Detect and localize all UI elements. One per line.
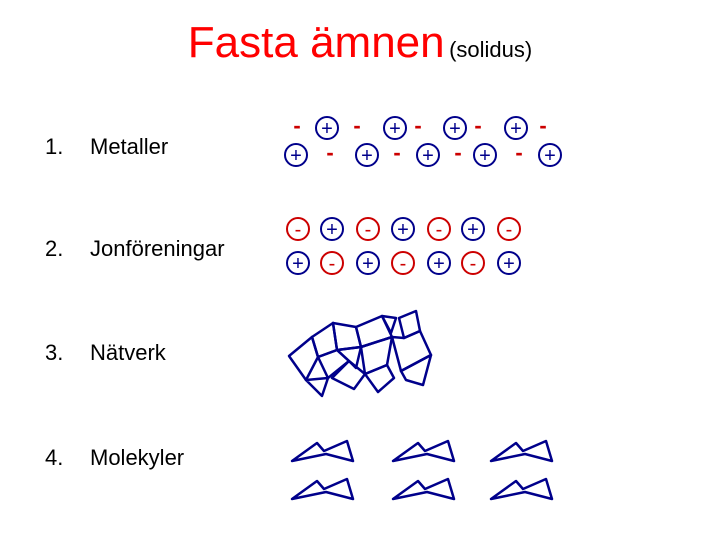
- svg-text:+: +: [479, 145, 491, 167]
- svg-text:+: +: [544, 145, 556, 167]
- molecule-shape: [489, 439, 554, 463]
- electron-minus: -: [515, 140, 522, 165]
- item-number-jonforeningar: 2.: [45, 236, 64, 261]
- item-label-metaller: Metaller: [90, 134, 169, 159]
- svg-text:+: +: [422, 145, 434, 167]
- svg-text:-: -: [329, 253, 336, 275]
- cation-plus: +: [355, 143, 379, 167]
- cation-plus: +: [315, 116, 339, 140]
- cation-plus: +: [497, 251, 521, 275]
- item-number-natverk: 3.: [45, 340, 64, 365]
- svg-text:-: -: [365, 219, 372, 241]
- svg-text:-: -: [470, 253, 477, 275]
- cation-plus: +: [391, 217, 415, 241]
- svg-text:+: +: [397, 219, 409, 241]
- item-label-jonforeningar: Jonföreningar: [90, 236, 225, 261]
- anion-minus: -: [497, 217, 521, 241]
- molecules-illustration: [290, 439, 554, 501]
- item-number-metaller: 1.: [45, 134, 64, 159]
- network-illustration: [287, 309, 433, 398]
- electron-minus: -: [353, 113, 360, 138]
- cation-plus: +: [286, 251, 310, 275]
- svg-text:+: +: [292, 253, 304, 275]
- electron-minus: -: [454, 140, 461, 165]
- anion-minus: -: [391, 251, 415, 275]
- cation-plus: +: [383, 116, 407, 140]
- cation-plus: +: [284, 143, 308, 167]
- anion-minus: -: [461, 251, 485, 275]
- svg-text:+: +: [503, 253, 515, 275]
- anion-minus: -: [356, 217, 380, 241]
- electron-minus: -: [539, 113, 546, 138]
- anion-minus: -: [320, 251, 344, 275]
- svg-text:-: -: [295, 219, 302, 241]
- molecule-shape: [290, 439, 355, 463]
- anion-minus: -: [286, 217, 310, 241]
- metal-lattice-illustration: -----+++++++++----: [284, 113, 562, 167]
- svg-text:+: +: [326, 219, 338, 241]
- svg-text:-: -: [506, 219, 513, 241]
- svg-text:+: +: [361, 145, 373, 167]
- item-label-natverk: Nätverk: [90, 340, 166, 365]
- svg-text:+: +: [449, 118, 461, 140]
- molecule-shape: [391, 477, 456, 501]
- page-title: Fasta ämnen (solidus): [0, 18, 720, 68]
- svg-text:+: +: [321, 118, 333, 140]
- cation-plus: +: [356, 251, 380, 275]
- molecule-shape: [391, 439, 456, 463]
- electron-minus: -: [474, 113, 481, 138]
- cation-plus: +: [416, 143, 440, 167]
- anion-minus: -: [427, 217, 451, 241]
- item-label-molekyler: Molekyler: [90, 445, 185, 470]
- cation-plus: +: [504, 116, 528, 140]
- item-number-molekyler: 4.: [45, 445, 64, 470]
- molecule-shape: [290, 477, 355, 501]
- svg-text:+: +: [389, 118, 401, 140]
- molecule-shape: [489, 477, 554, 501]
- svg-text:+: +: [433, 253, 445, 275]
- title-main: Fasta ämnen: [187, 18, 445, 67]
- svg-text:-: -: [400, 253, 407, 275]
- svg-text:+: +: [467, 219, 479, 241]
- cation-plus: +: [473, 143, 497, 167]
- electron-minus: -: [393, 140, 400, 165]
- svg-text:+: +: [290, 145, 302, 167]
- svg-text:-: -: [436, 219, 443, 241]
- title-subtitle: (solidus): [449, 37, 533, 62]
- cation-plus: +: [443, 116, 467, 140]
- cation-plus: +: [538, 143, 562, 167]
- ionic-lattice-illustration: - + - + - + - + - + - + - +: [286, 217, 521, 275]
- cation-plus: +: [461, 217, 485, 241]
- svg-text:+: +: [362, 253, 374, 275]
- electron-minus: -: [414, 113, 421, 138]
- svg-text:+: +: [510, 118, 522, 140]
- cation-plus: +: [427, 251, 451, 275]
- cation-plus: +: [320, 217, 344, 241]
- electron-minus: -: [293, 113, 300, 138]
- electron-minus: -: [326, 140, 333, 165]
